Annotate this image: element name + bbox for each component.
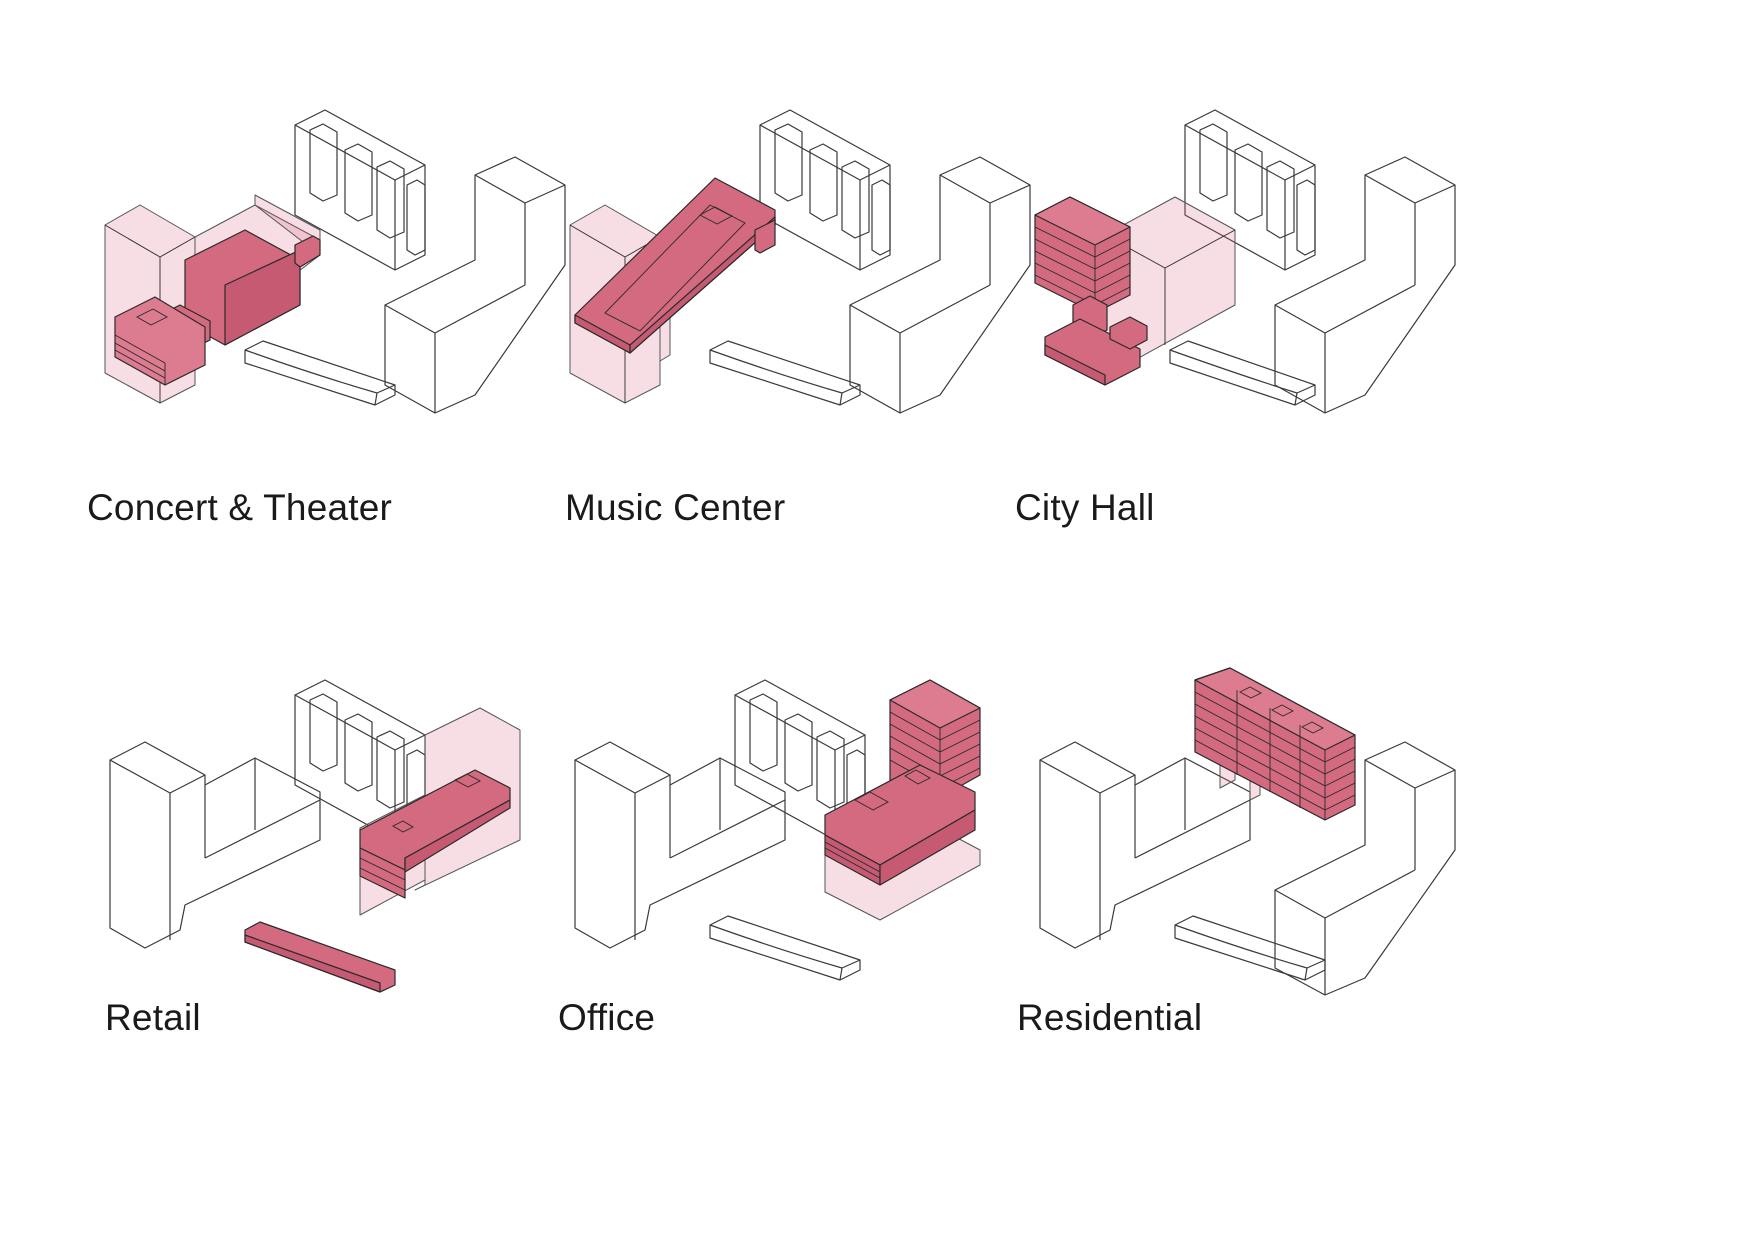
panel-label: Retail [105, 997, 201, 1038]
curved-bar [1174, 915, 1326, 981]
panel-label: City Hall [1015, 487, 1155, 528]
panel-residential: Residential [1017, 667, 1545, 1240]
panel-music-center: Music Center [560, 105, 1080, 665]
panel-label: Concert & Theater [87, 487, 393, 528]
comb-building [294, 109, 426, 271]
retail-volume [244, 769, 511, 993]
curved-bar [709, 340, 861, 406]
massing-diagram-residential [1039, 667, 1456, 996]
l-building [849, 156, 1031, 414]
city-hall-tower [1034, 196, 1148, 386]
massing-diagram-concert-theater [104, 109, 566, 414]
panel-label: Office [558, 997, 656, 1038]
panel-city-hall: City Hall [1015, 105, 1545, 665]
l-building-left [574, 741, 786, 949]
massing-diagram-music-center [569, 109, 1031, 414]
l-building [384, 156, 566, 414]
curved-bar [244, 340, 396, 406]
l-building [1274, 156, 1456, 414]
l-building-left [1039, 741, 1251, 949]
panel-retail: Retail [95, 679, 615, 1240]
panel-label: Music Center [565, 487, 786, 528]
l-building-right [1274, 741, 1456, 996]
music-center-volume [574, 177, 776, 354]
residential-volume [1194, 667, 1356, 821]
panel-concert-theater: Concert & Theater [87, 105, 615, 665]
panel-office: Office [558, 679, 1080, 1240]
l-building-left [109, 741, 321, 949]
comb-building [1184, 109, 1316, 271]
massing-diagram-retail [109, 679, 521, 993]
panel-label: Residential [1017, 997, 1203, 1038]
comb-building [759, 109, 891, 271]
massing-diagram-office [574, 679, 981, 981]
massing-diagram-city-hall [1034, 109, 1456, 414]
office-volume [824, 679, 981, 886]
curved-bar [709, 915, 861, 981]
curved-bar [1169, 340, 1316, 406]
theater-volume [114, 229, 321, 386]
